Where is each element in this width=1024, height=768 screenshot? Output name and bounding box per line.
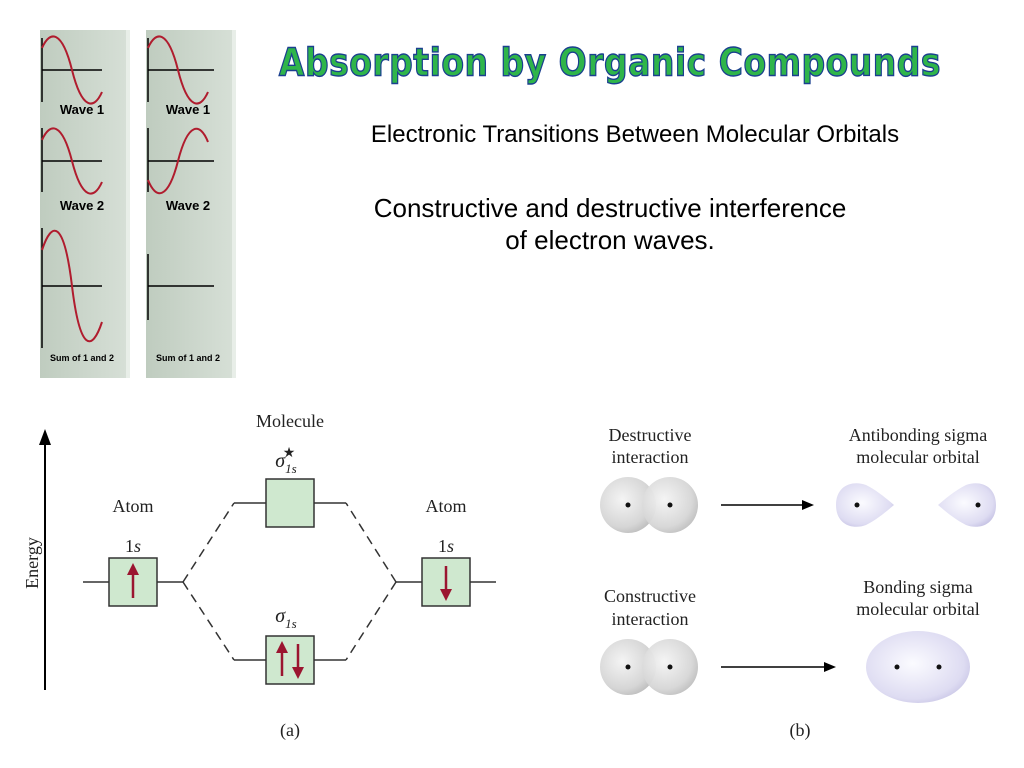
right-orbital-label: 1s: [438, 536, 454, 556]
wave-1-label: Wave 1: [166, 102, 210, 117]
wave-2-curve: [41, 127, 103, 195]
bonding-orbital-shape: [866, 631, 970, 703]
constructive-wave-panel: Wave 1 Wave 2 Sum of 1 and 2: [40, 30, 130, 378]
energy-axis-label: Energy: [22, 537, 42, 589]
bonding-label: σ1s: [275, 605, 296, 631]
destructive-overlap-spheres: [600, 477, 698, 533]
destructive-label-line2: interaction: [612, 447, 689, 467]
wave-1-curve: [41, 35, 103, 105]
antibonding-label-line1: Antibonding sigma: [849, 425, 988, 445]
wave-1-curve: [147, 35, 209, 105]
wave-2-label: Wave 2: [60, 198, 104, 213]
antibonding-label: σ1s★: [275, 446, 296, 476]
bonding-label-line1: Bonding sigma: [863, 577, 973, 597]
constructive-label-line2: interaction: [612, 609, 689, 629]
mo-energy-diagram: Energy Molecule σ1s★ Atom 1s Atom 1s σ1s: [22, 411, 496, 741]
spin-down-arrow: [440, 566, 452, 601]
destructive-wave-panel: Wave 1 Wave 2 Sum of 1 and 2: [146, 30, 236, 378]
bonding-orbital-box: [265, 635, 315, 685]
panel-b-label: (b): [790, 720, 811, 741]
wave-2-label: Wave 2: [166, 198, 210, 213]
antibonding-label-line2: molecular orbital: [856, 447, 979, 467]
energy-axis-arrowhead: [39, 429, 51, 445]
interference-caption: Constructive and destructive interferenc…: [300, 192, 920, 256]
left-orbital-label: 1s: [125, 536, 141, 556]
slide-title: Absorption by Organic Compounds: [278, 39, 942, 85]
wave-1-label: Wave 1: [60, 102, 104, 117]
left-atom-label: Atom: [112, 496, 153, 516]
slide-subtitle: Electronic Transitions Between Molecular…: [370, 121, 900, 148]
paired-spin-arrows: [276, 641, 304, 679]
antibonding-orbital-box: [265, 478, 315, 528]
bonding-label-line2: molecular orbital: [856, 599, 979, 619]
constructive-label-line1: Constructive: [604, 586, 696, 606]
sum-label: Sum of 1 and 2: [156, 353, 220, 363]
antibonding-lobes: [836, 483, 996, 527]
correlation-lines: [182, 502, 397, 661]
molecule-label: Molecule: [256, 411, 324, 431]
orbital-overlap-diagram: Destructive interaction Antibonding sigm…: [600, 425, 996, 741]
right-atom-label: Atom: [425, 496, 466, 516]
constructive-overlap-spheres: [600, 639, 698, 695]
sum-label: Sum of 1 and 2: [50, 353, 114, 363]
destructive-reaction-arrow: [721, 500, 814, 510]
sum-wave-curve: [41, 229, 103, 343]
spin-up-arrow: [127, 563, 139, 598]
caption-line-2: of electron waves.: [505, 225, 715, 255]
destructive-label-line1: Destructive: [609, 425, 692, 445]
panel-a-label: (a): [280, 720, 300, 741]
wave-2-inverted-curve: [147, 127, 209, 195]
constructive-reaction-arrow: [721, 662, 836, 672]
caption-line-1: Constructive and destructive interferenc…: [373, 193, 847, 223]
wave-interference-panels: Wave 1 Wave 2 Sum of 1 and 2 Wave 1 Wave…: [40, 30, 236, 378]
